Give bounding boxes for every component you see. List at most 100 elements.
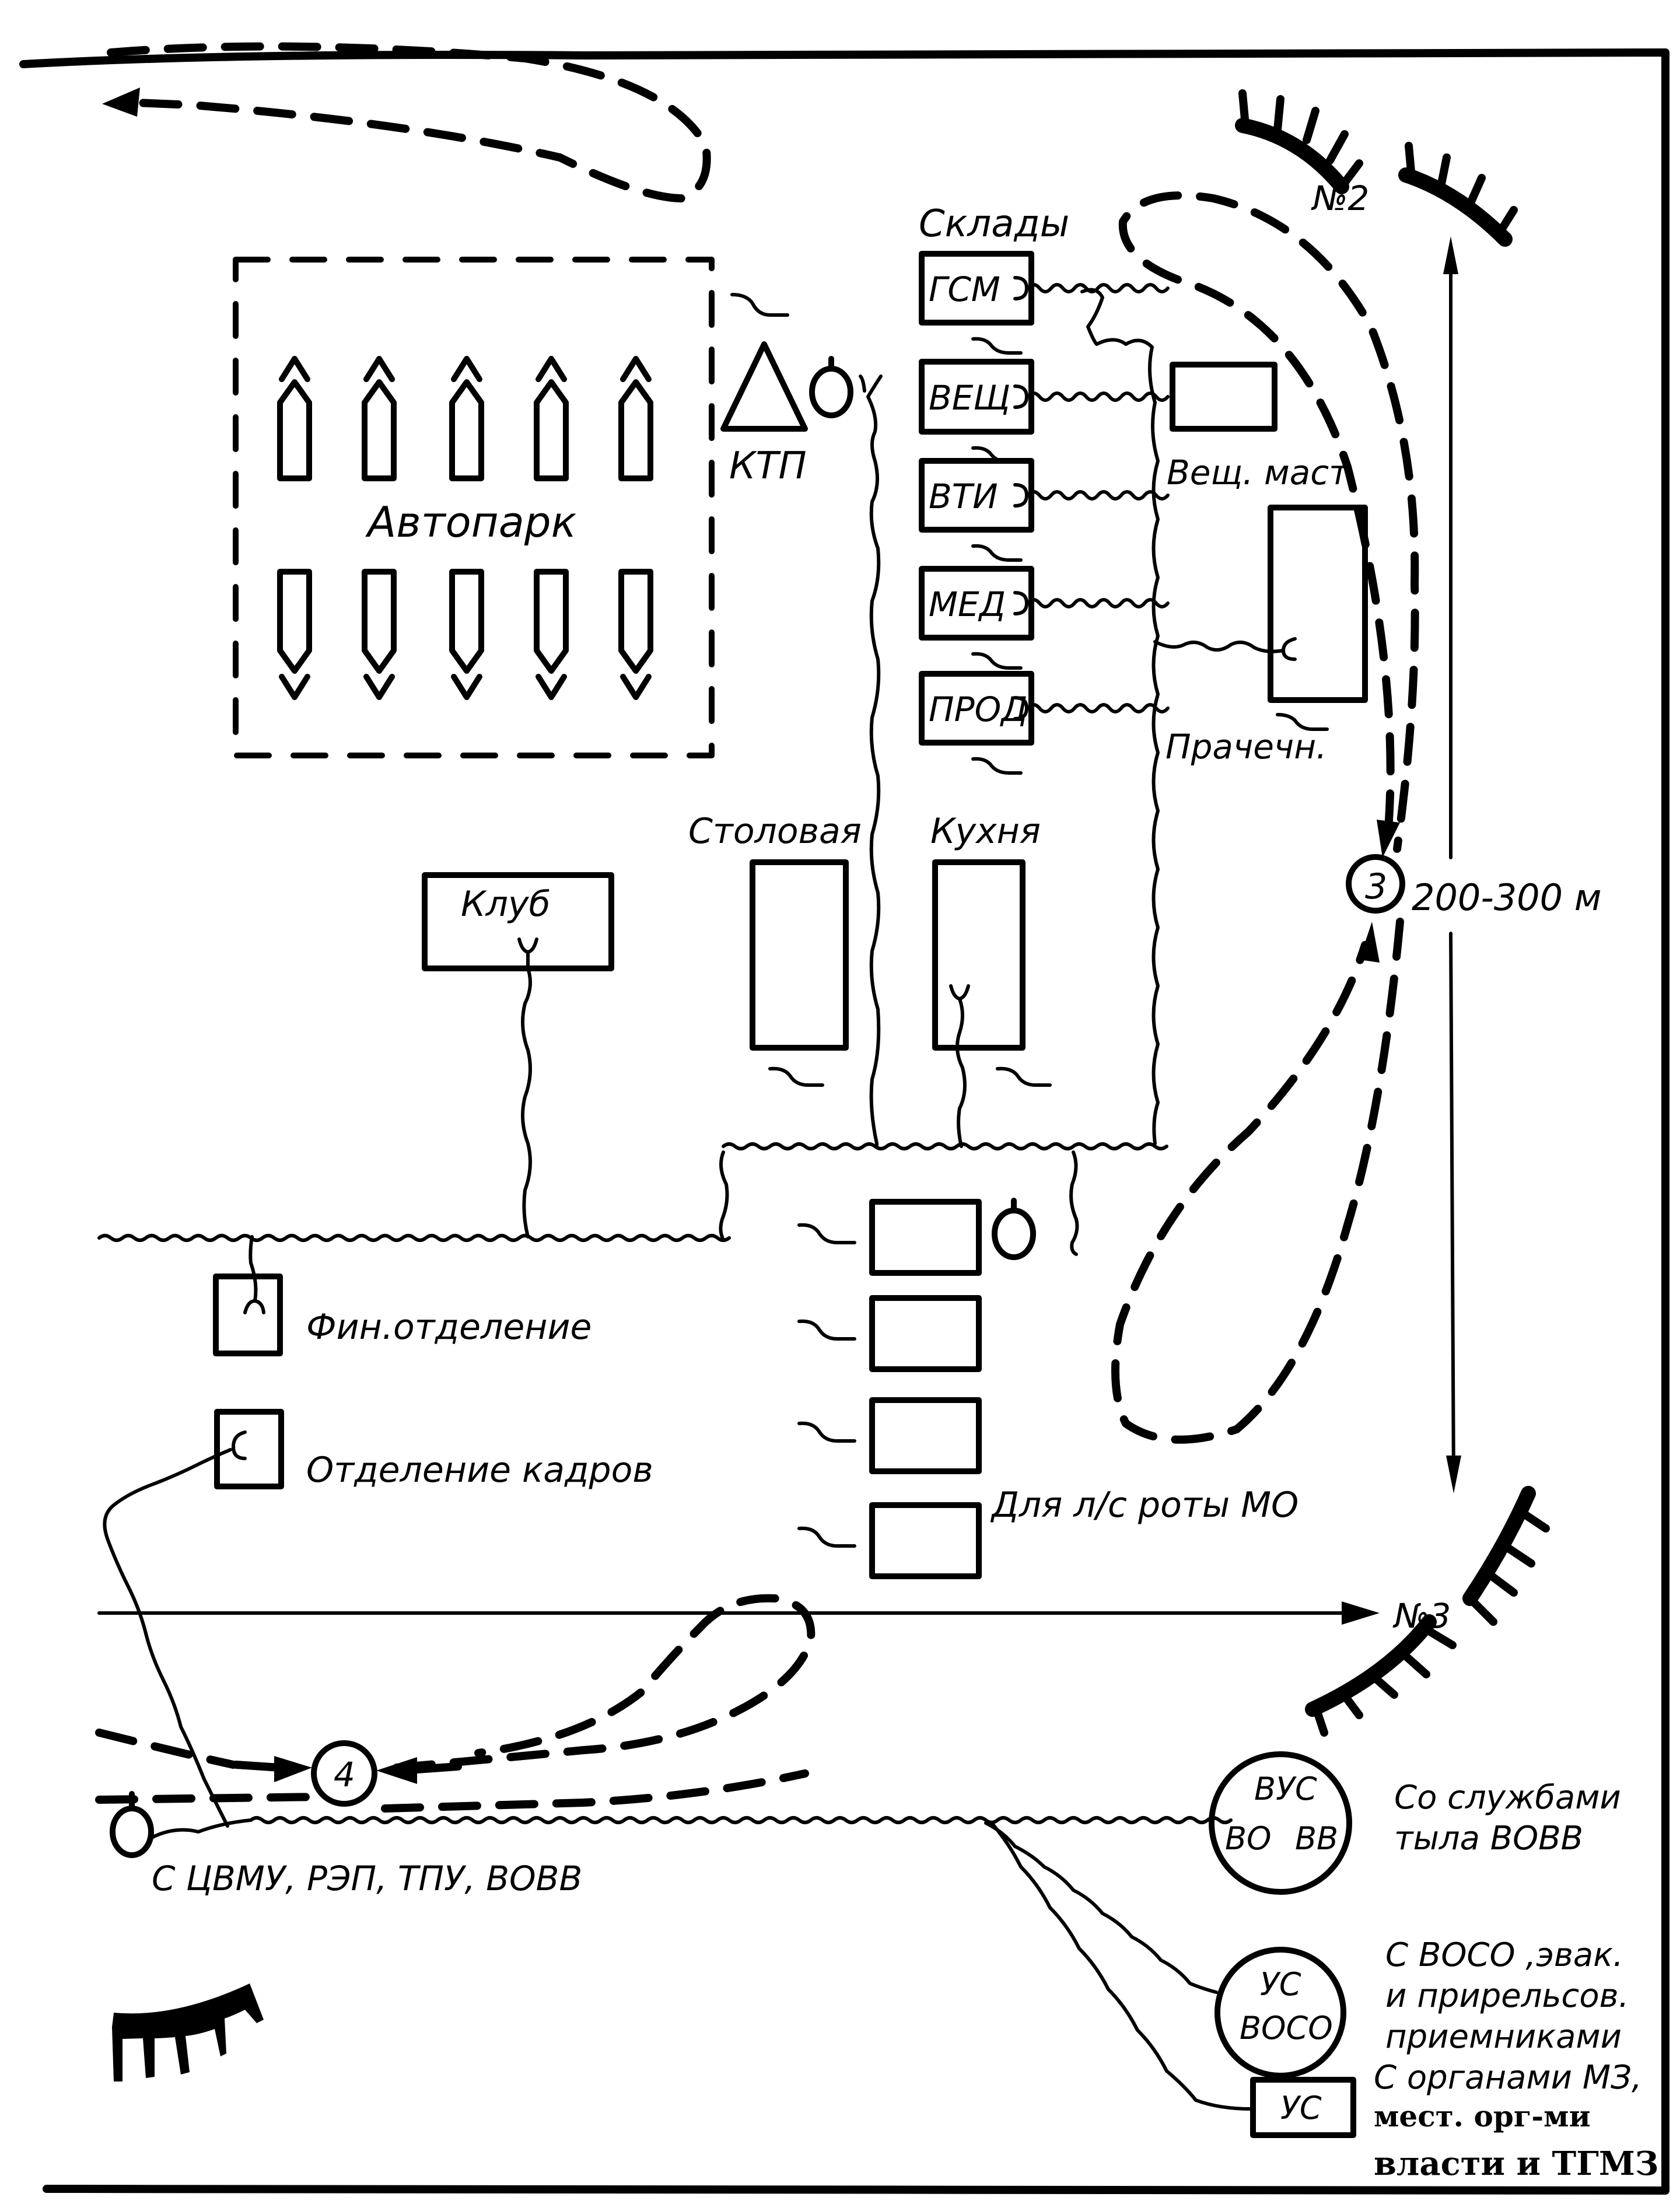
power-tilde-icon xyxy=(971,652,1023,670)
power-tilde-icon xyxy=(797,1319,856,1341)
vehicle-arrow-up-icon xyxy=(277,356,312,481)
canteen-building xyxy=(750,859,849,1051)
quarters-building xyxy=(797,1199,982,1276)
warehouse-veshch: ВЕЩ xyxy=(919,359,1170,464)
warehouse-label: ПРОД xyxy=(929,690,1028,729)
comm-line-to-voso xyxy=(984,1821,1218,1994)
route-checkpoint3-loop xyxy=(1111,918,1404,1444)
motor-pool-label: Автопарк xyxy=(365,498,576,547)
comm-line-warehouse xyxy=(1026,703,1170,713)
external-comm-label: С ЦВМУ, РЭП, ТПУ, ВОВВ xyxy=(152,1859,582,1898)
telephone-hook-icon xyxy=(1013,276,1028,300)
lamp-circle-icon xyxy=(992,1208,1036,1260)
vehicle-arrow-down-icon xyxy=(449,569,484,700)
mz-note-line1: С органами МЗ, xyxy=(1374,2059,1642,2097)
vehicle-arrow-up-icon xyxy=(618,356,653,481)
telephone-hook-icon xyxy=(1013,384,1028,409)
frame xyxy=(19,48,1670,2195)
warehouse-label: МЕД xyxy=(929,585,1006,624)
route-post2-to-checkpoint3 xyxy=(1118,191,1419,853)
quarters-building xyxy=(797,1502,982,1579)
telephone-hook-icon xyxy=(1013,591,1028,615)
comm-line-laundry xyxy=(1153,640,1285,653)
distance-label: 200-300 м xyxy=(1412,876,1602,919)
warehouse-label: ВТИ xyxy=(929,477,998,516)
power-tilde-icon xyxy=(996,1066,1052,1087)
comm-trunk-warehouses xyxy=(1080,288,1160,1145)
checkpoint-4-label: 4 xyxy=(334,1755,355,1794)
us-box-label: УС xyxy=(1280,2090,1322,2126)
kitchen-label: Кухня xyxy=(930,811,1041,852)
mz-note-line2: мест. орг-ми xyxy=(1374,2099,1591,2133)
power-tilde-icon xyxy=(797,1421,856,1443)
vus-note-line2: тыла ВОВВ xyxy=(1394,1820,1583,1857)
laundry-building xyxy=(1268,505,1368,703)
lamp-circle-icon xyxy=(809,366,853,418)
kitchen-building xyxy=(932,859,1026,1051)
canteen-label: Столовая xyxy=(688,811,862,852)
comm-line-warehouse xyxy=(1026,490,1170,501)
vus-vo-label: ВО xyxy=(1225,1820,1272,1857)
power-tilde-icon xyxy=(971,544,1023,562)
post-3-label: №3 xyxy=(1392,1596,1451,1636)
warehouse-gsm: ГСМ xyxy=(919,251,1170,355)
us-box xyxy=(1250,2077,1356,2138)
power-tilde-icon xyxy=(971,337,1023,355)
club-label: Клуб xyxy=(461,884,550,925)
warehouses-label: Склады xyxy=(919,202,1069,246)
vus-label: ВУС xyxy=(1254,1771,1317,1807)
finance-dept-building xyxy=(213,1274,283,1356)
clothing-workshop-label: Вещ. маст. xyxy=(1167,453,1359,492)
telephone-hook-icon xyxy=(243,1235,265,1314)
club-building xyxy=(422,872,614,971)
warehouse-vti: ВТИ xyxy=(919,458,1170,562)
ktp-substation: КТП xyxy=(720,293,853,488)
lamp-circle-icon xyxy=(110,1806,154,1858)
comm-line-to-quarters xyxy=(1069,1150,1079,1256)
clothing-workshop-building xyxy=(1170,362,1278,432)
top-exit-route xyxy=(102,42,711,202)
arrow-head-icon xyxy=(102,88,140,117)
vehicle-arrow-up-icon xyxy=(362,356,397,481)
telephone-hook-icon xyxy=(232,1430,247,1460)
company-quarters-label: Для л/с роты МО xyxy=(990,1485,1298,1526)
comm-line-warehouse xyxy=(1026,391,1170,402)
telephone-hook-icon xyxy=(1013,483,1028,508)
power-tilde-icon xyxy=(797,1223,856,1244)
comm-line-warehouse xyxy=(1026,598,1170,608)
mz-note-line3: власти и ТГМЗ xyxy=(1374,2144,1658,2183)
finance-dept-label: Фин.отделение xyxy=(306,1307,592,1348)
comm-line-horizontal xyxy=(97,1234,731,1242)
arrow-head-icon xyxy=(376,1757,417,1784)
arrow-head-icon xyxy=(1377,820,1400,858)
comm-line-step xyxy=(719,1150,729,1241)
us-voso-bottom-label: ВОСО xyxy=(1240,2010,1333,2046)
route-bottom-dash xyxy=(95,1769,809,1813)
comm-line-ktp xyxy=(866,395,881,1145)
comm-line-horizontal-upper xyxy=(722,1142,1168,1150)
comm-line-bottom-trunk xyxy=(150,1816,1233,1839)
vehicle-arrow-down-icon xyxy=(534,569,569,700)
telephone-hook-icon xyxy=(859,375,883,398)
post-3-trench: №3 xyxy=(1305,1486,1550,1737)
power-tilde-icon xyxy=(768,1066,824,1087)
vehicle-arrow-up-icon xyxy=(534,356,569,481)
checkpoint-4-circle xyxy=(311,1740,377,1807)
warehouse-label: ГСМ xyxy=(929,270,1000,309)
checkpoint-3-circle xyxy=(1346,854,1405,914)
triangle-substation-icon xyxy=(720,341,808,432)
distance-arrow xyxy=(1443,236,1461,1493)
vehicle-arrow-down-icon xyxy=(277,569,312,700)
quarters-building xyxy=(797,1397,982,1474)
telephone-hook-icon xyxy=(517,937,538,970)
voso-note-line2: и прирельсов. xyxy=(1385,1977,1629,2015)
vehicle-arrow-up-icon xyxy=(449,356,484,481)
vus-node xyxy=(1209,1751,1352,1895)
comm-line-personnel xyxy=(103,1448,232,1828)
laundry-label: Прачечн. xyxy=(1166,727,1327,767)
warehouse-prod: ПРОД xyxy=(919,671,1170,775)
comm-line-warehouse xyxy=(1026,283,1170,293)
vus-vv-label: ВВ xyxy=(1295,1820,1338,1857)
post-2-label: №2 xyxy=(1311,179,1369,218)
